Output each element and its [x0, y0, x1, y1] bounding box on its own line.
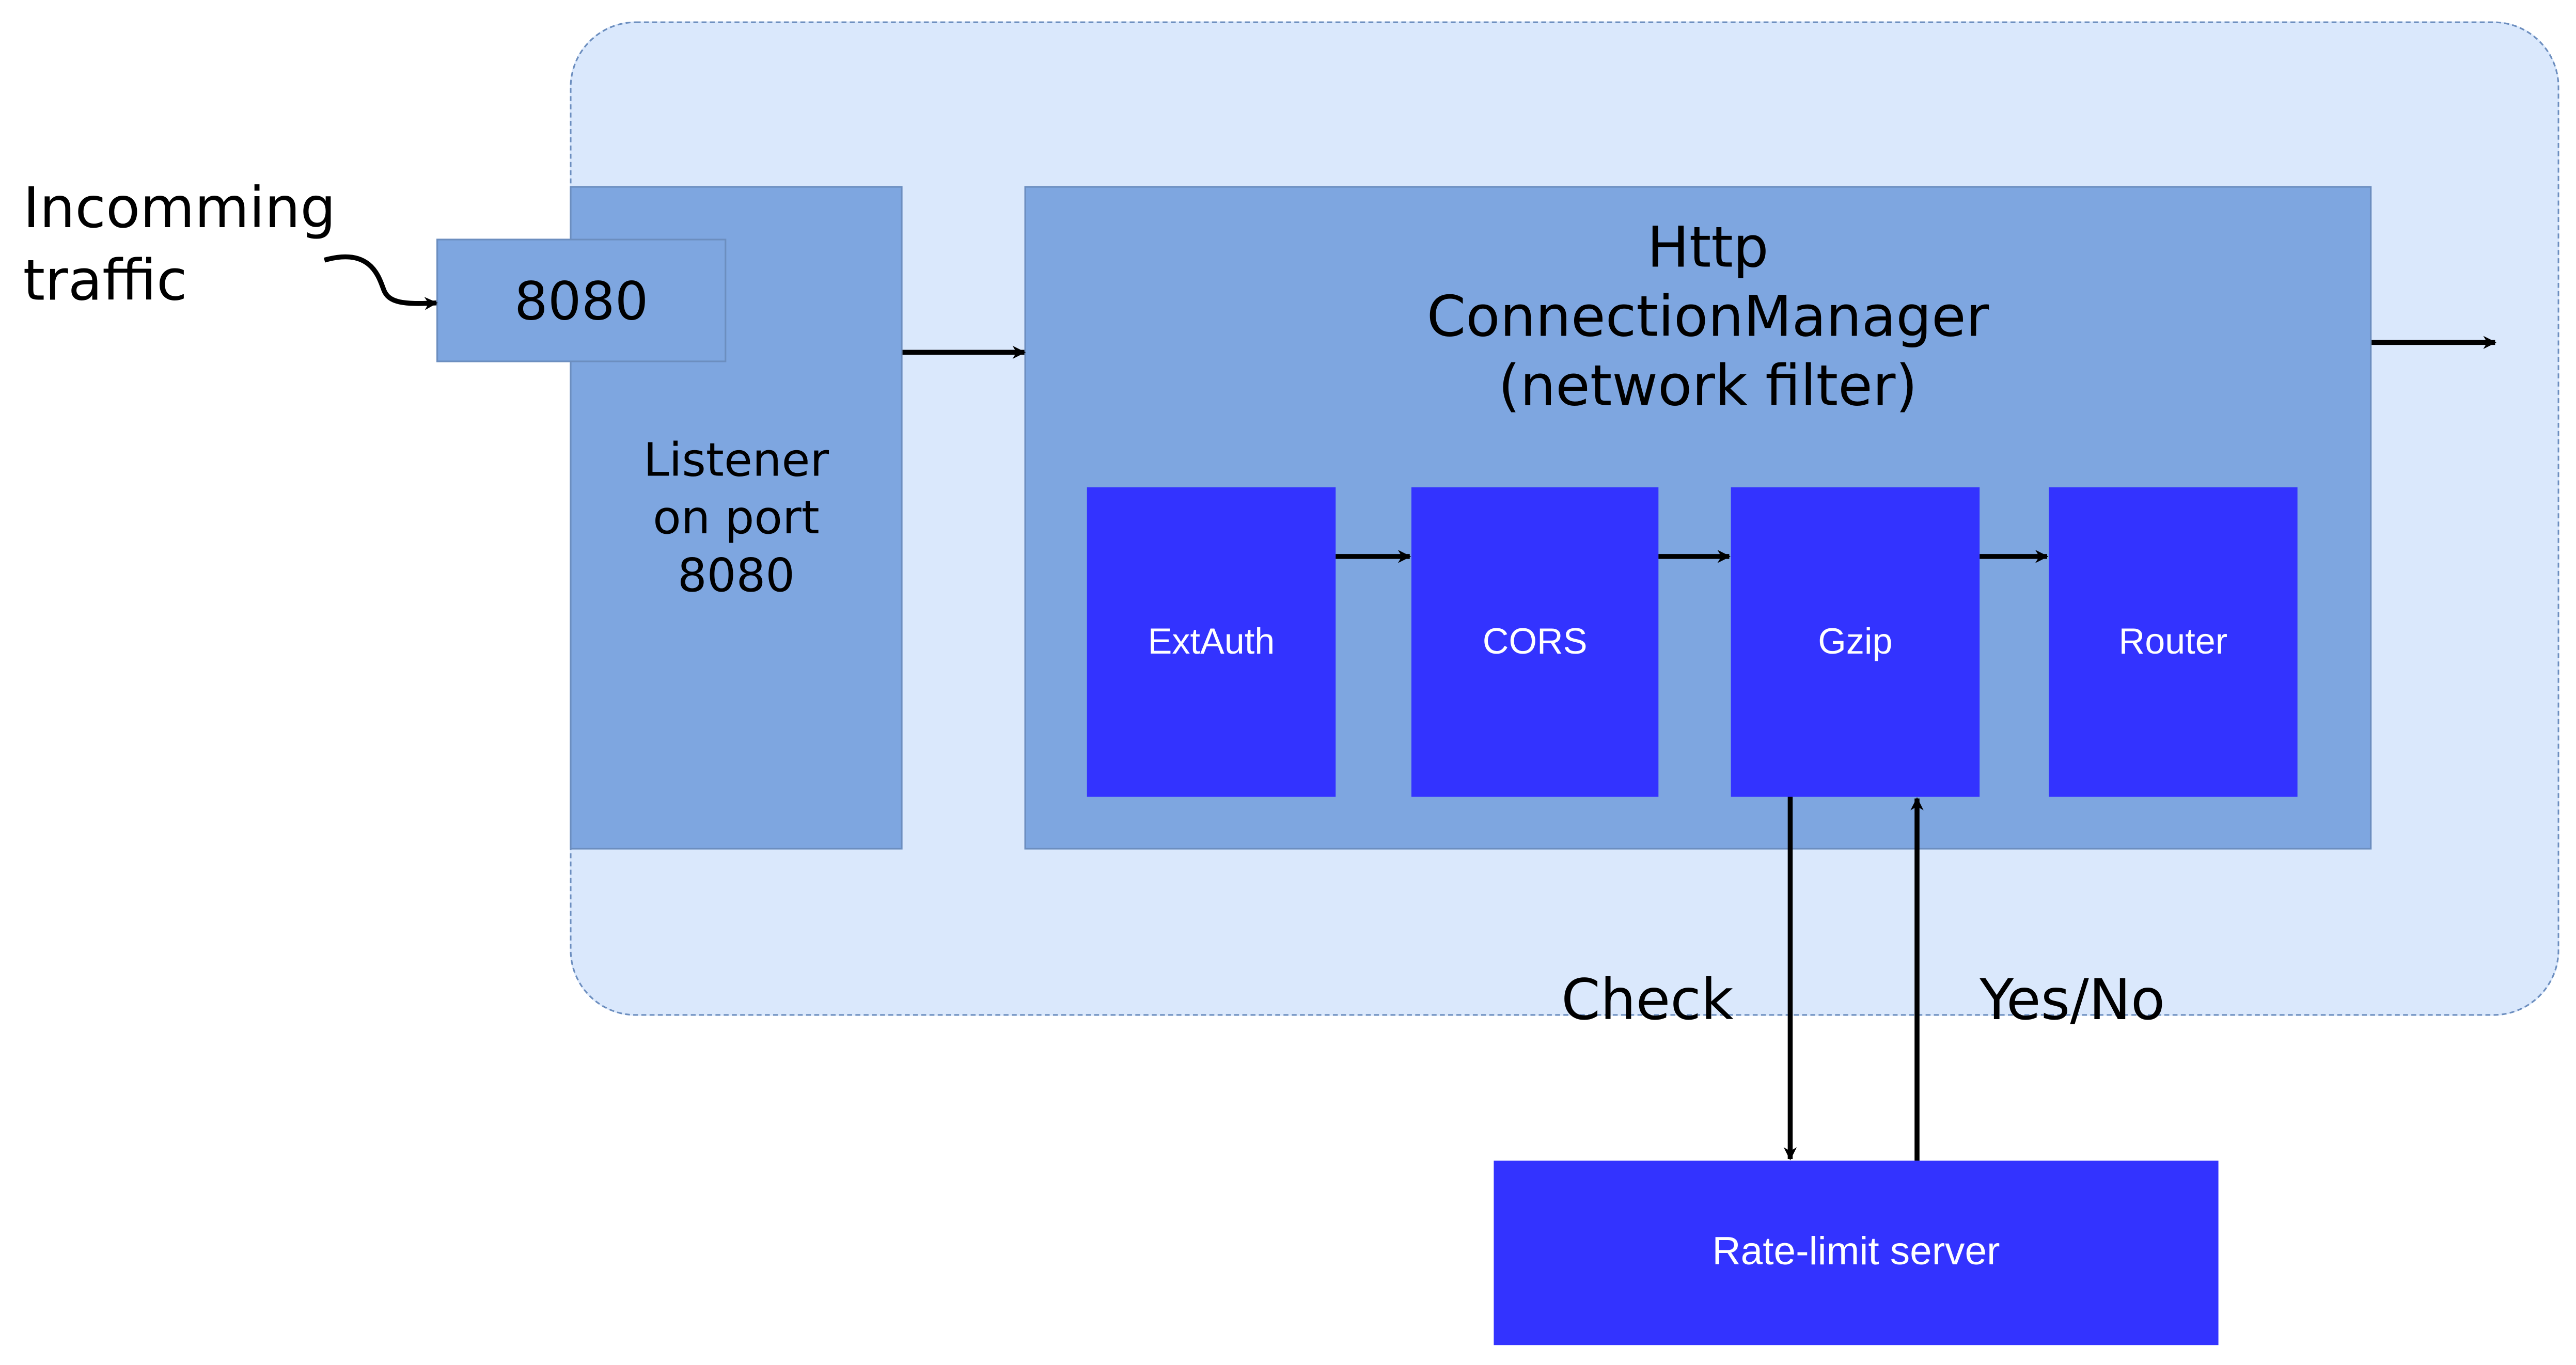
yes-no-label: Yes/No — [1980, 968, 2165, 1034]
check-label: Check — [1561, 968, 1734, 1034]
filter-gzip: Gzip — [1731, 487, 1980, 797]
filter-router: Router — [2049, 487, 2298, 797]
filter-cors: CORS — [1411, 487, 1659, 797]
port-8080-box: 8080 — [436, 239, 727, 362]
incoming-traffic-arrow — [323, 254, 438, 310]
rate-limit-server-box: Rate-limit server — [1494, 1161, 2219, 1345]
filter-extauth: ExtAuth — [1087, 487, 1336, 797]
listener-label: Listener on port 8080 — [643, 433, 829, 603]
incoming-traffic-label: Incomming traffic — [23, 176, 336, 315]
hcm-label: Http ConnectionManager (network filter) — [1426, 215, 1989, 421]
